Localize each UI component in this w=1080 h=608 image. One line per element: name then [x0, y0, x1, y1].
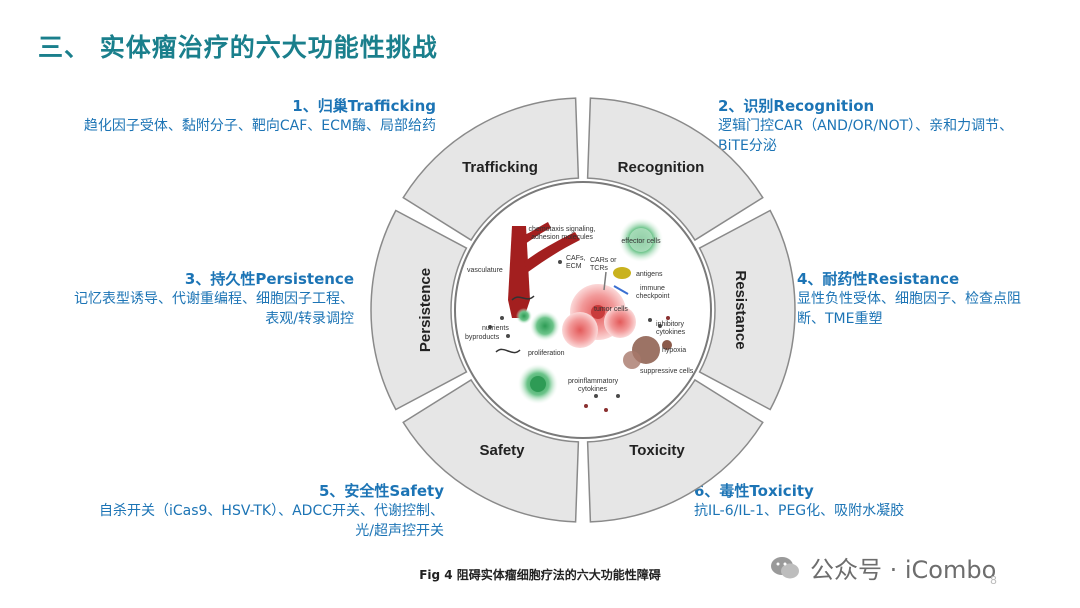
- segment-label-recognition: Recognition: [618, 159, 705, 176]
- segment-recognition: [586, 97, 764, 242]
- resistance-text-1: 显性负性受体、细胞因子、检查点阻: [797, 291, 1021, 307]
- label-suppressive: suppressive cells: [640, 368, 694, 375]
- label-checkpoint-2: checkpoint: [636, 293, 670, 300]
- label-inhibitory-1: inhibitory: [656, 321, 685, 328]
- label-checkpoint-1: immune: [640, 285, 665, 292]
- segment-label-persistence: Persistence: [417, 268, 434, 352]
- label-nutrients: nutrients: [482, 325, 509, 332]
- watermark: 公众号 · iCombo: [770, 550, 996, 585]
- wechat-icon: [771, 556, 799, 578]
- segment-label-resistance: Resistance: [732, 270, 749, 349]
- label-proinflammatory-2: cytokines: [578, 386, 608, 393]
- persistence-block: 3、持久性Persistence 记忆表型诱导、代谢重编程、细胞因子工程、 表观…: [74, 269, 354, 329]
- label-byproducts: byproducts: [465, 334, 500, 341]
- recognition-heading: 2、识别Recognition: [718, 97, 875, 115]
- label-antigens: antigens: [636, 271, 663, 278]
- label-inhibitory-2: cytokines: [656, 329, 686, 336]
- label-proliferation: proliferation: [528, 350, 565, 357]
- safety-text-1: 自杀开关（iCas9、HSV-TK）、ADCC开关、代谢控制、: [98, 503, 444, 519]
- toxicity-block: 6、毒性Toxicity 抗IL-6/IL-1、PEG化、吸附水凝胶: [694, 481, 904, 521]
- toxicity-heading: 6、毒性Toxicity: [694, 482, 814, 500]
- tumor-cell: [562, 312, 598, 348]
- segment-label-safety: Safety: [479, 442, 525, 459]
- toxicity-text-1: 抗IL-6/IL-1、PEG化、吸附水凝胶: [694, 503, 905, 519]
- persistence-heading: 3、持久性Persistence: [184, 270, 354, 288]
- segment-toxicity: [586, 378, 764, 523]
- segment-label-trafficking: Trafficking: [462, 159, 538, 176]
- label-cars-2: TCRs: [590, 265, 608, 272]
- segment-resistance: [698, 209, 796, 411]
- tumor-cell: [604, 306, 636, 338]
- label-hypoxia: hypoxia: [662, 347, 686, 354]
- label-effector: effector cells: [621, 238, 661, 245]
- segment-persistence: [370, 209, 468, 411]
- resistance-heading: 4、耐药性Resistance: [797, 270, 960, 288]
- label-chemotaxis-2: adhesion molecules: [531, 234, 593, 241]
- persistence-text-2: 表观/转录调控: [265, 311, 354, 327]
- resistance-block: 4、耐药性Resistance 显性负性受体、细胞因子、检查点阻 断、TME重塑: [797, 269, 1021, 329]
- recognition-text-2: BiTE分泌: [718, 138, 777, 154]
- label-proinflammatory-1: proinflammatory: [568, 378, 619, 385]
- trafficking-heading: 1、归巢Trafficking: [292, 97, 436, 115]
- page-number: 8: [990, 574, 997, 587]
- antigen-mark: [613, 267, 631, 279]
- recognition-text-1: 逻辑门控CAR（AND/OR/NOT）、亲和力调节、: [718, 118, 1014, 134]
- effector-cell: [516, 308, 532, 324]
- recognition-block: 2、识别Recognition 逻辑门控CAR（AND/OR/NOT）、亲和力调…: [718, 96, 1013, 156]
- watermark-text: 公众号 · iCombo: [810, 556, 997, 584]
- segment-safety: [402, 378, 580, 523]
- safety-block: 5、安全性Safety 自杀开关（iCas9、HSV-TK）、ADCC开关、代谢…: [99, 481, 444, 541]
- resistance-text-2: 断、TME重塑: [797, 311, 883, 327]
- safety-heading: 5、安全性Safety: [318, 482, 444, 500]
- page-title: 三、 实体瘤治疗的六大功能性挑战: [38, 33, 438, 62]
- label-cafs-2: ECM: [566, 263, 582, 270]
- effector-cell: [530, 311, 560, 341]
- figure-caption: Fig 4 阻碍实体瘤细胞疗法的六大功能性障碍: [419, 568, 661, 582]
- label-cars-1: CARs or: [590, 257, 617, 264]
- trafficking-block: 1、归巢Trafficking 趋化因子受体、黏附分子、靶向CAF、ECM酶、局…: [84, 96, 436, 136]
- label-tumor: tumor cells: [594, 306, 628, 313]
- segment-trafficking: [402, 97, 580, 242]
- label-chemotaxis-1: chemotaxis signaling,: [529, 226, 596, 233]
- persistence-text-1: 记忆表型诱导、代谢重编程、细胞因子工程、: [74, 291, 354, 307]
- vasculature-illustration: [508, 222, 580, 318]
- label-vasculature: vasculature: [467, 267, 503, 274]
- safety-text-2: 光/超声控开关: [355, 523, 444, 539]
- trafficking-text-1: 趋化因子受体、黏附分子、靶向CAF、ECM酶、局部给药: [83, 118, 436, 134]
- segment-label-toxicity: Toxicity: [629, 442, 685, 459]
- label-cafs-1: CAFs,: [566, 255, 586, 262]
